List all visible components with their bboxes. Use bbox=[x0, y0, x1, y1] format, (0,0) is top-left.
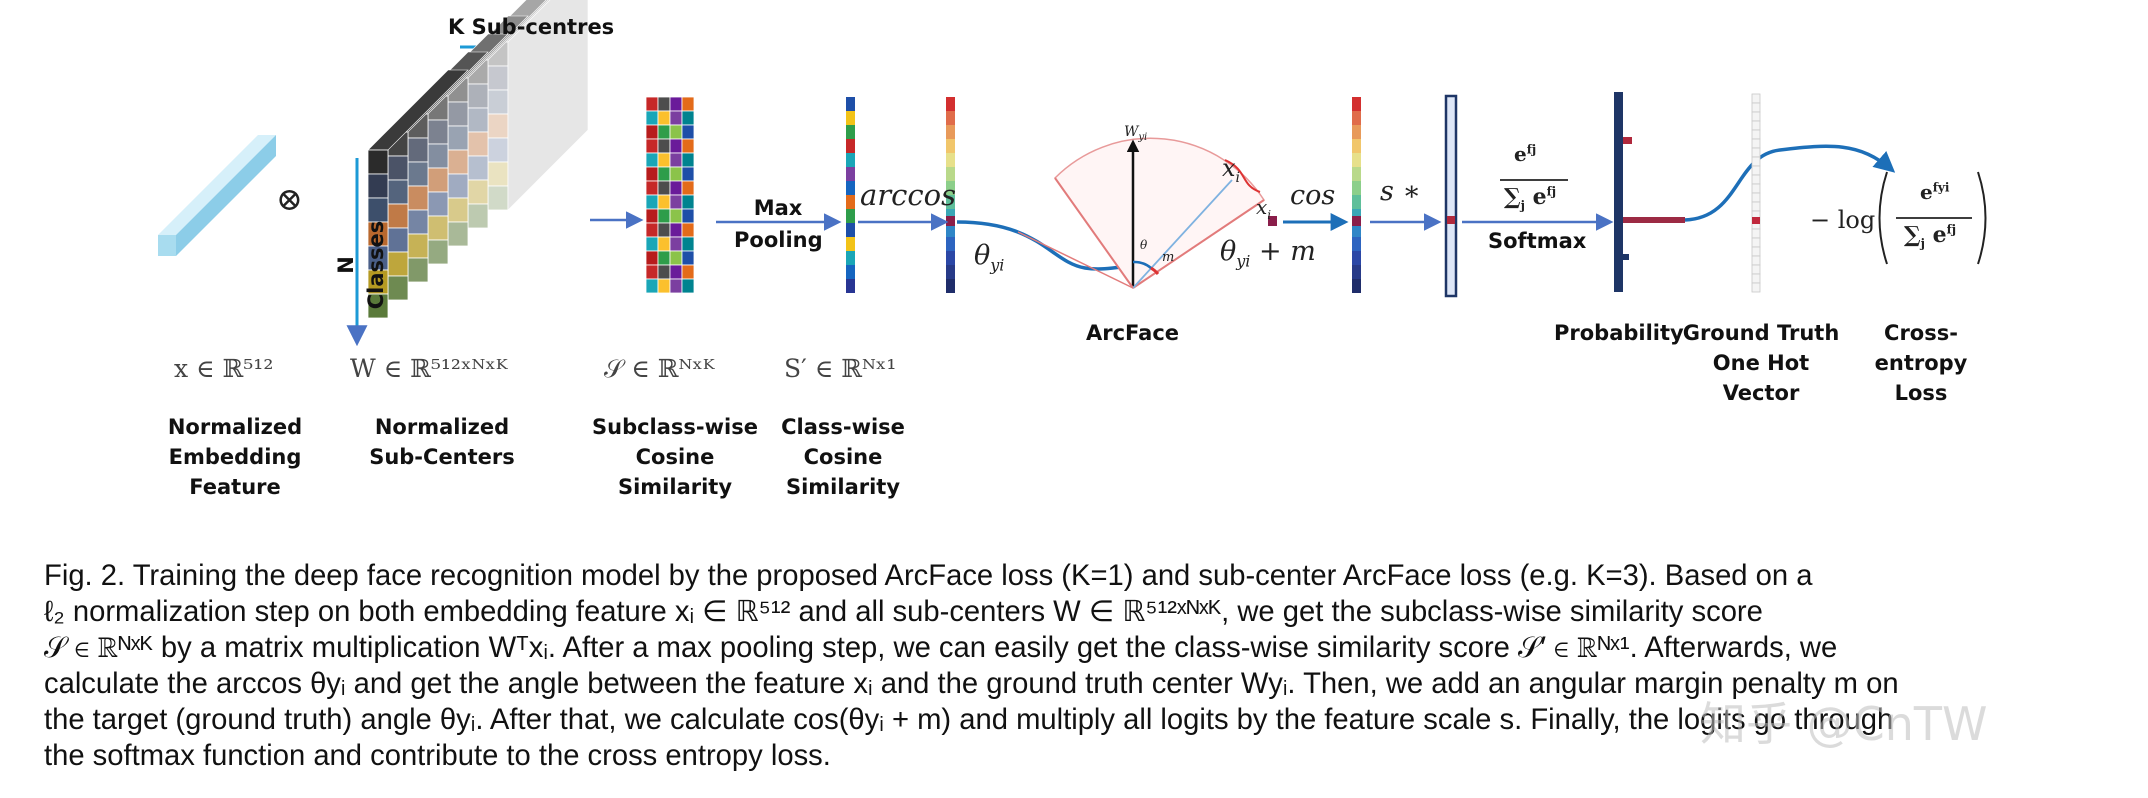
arc-x1-label: xi bbox=[1222, 154, 1241, 186]
arccos-label: arccos bbox=[860, 178, 956, 212]
caption-line: Fig. 2. Training the deep face recogniti… bbox=[44, 560, 1813, 592]
classwise-similarity-column bbox=[846, 97, 855, 293]
classwise-label: Class-wise Cosine Similarity bbox=[781, 415, 905, 499]
s-math-label: 𝒮 ∈ ℝᴺˣᴷ bbox=[604, 354, 715, 383]
caption-line: 𝒮 ∈ ℝᴺˣᴷ by a matrix multiplication Wᵀxᵢ… bbox=[44, 632, 1838, 664]
k-subcentres-label: K Sub-centres bbox=[448, 15, 615, 39]
theta-label: θyi bbox=[974, 240, 1005, 275]
arc-w-label: Wyi bbox=[1124, 124, 1148, 143]
s-prime-math-label: S′ ∈ ℝᴺˣ¹ bbox=[784, 354, 897, 383]
figure-caption: Fig. 2. Training the deep face recogniti… bbox=[44, 558, 2110, 774]
probability-bar bbox=[1614, 92, 1685, 292]
cross-entropy-label: Cross-entropy Loss bbox=[1874, 321, 1968, 405]
loss-prefix: − log bbox=[1810, 206, 1876, 234]
arcface-figure: K Sub-centres N Classes ⊗ Max Pooling ar… bbox=[158, 0, 1987, 499]
theta-plus-m-label: θyi + m bbox=[1220, 236, 1316, 271]
n-classes-label: N Classes bbox=[334, 220, 388, 310]
subclass-label: Subclass-wise Cosine Similarity bbox=[592, 415, 758, 499]
angle-column bbox=[946, 97, 955, 293]
w-math-label: W ∈ ℝ⁵¹²ˣᴺˣᴷ bbox=[350, 354, 508, 383]
caption-line: ℓ₂ normalization step on both embedding … bbox=[44, 596, 1763, 628]
one-hot-vector bbox=[1751, 93, 1761, 293]
caption-line: calculate the arccos θyᵢ and get the ang… bbox=[44, 668, 1899, 700]
max-pooling-label: Max Pooling bbox=[734, 196, 823, 252]
otimes-symbol: ⊗ bbox=[276, 180, 303, 218]
softmax-label: Softmax bbox=[1488, 229, 1587, 253]
loss-numerator: efyi bbox=[1920, 180, 1950, 204]
cos-column bbox=[1352, 97, 1361, 293]
curve-to-loss bbox=[1684, 144, 1896, 222]
subcenter-cube bbox=[367, 0, 589, 319]
caption-line: the target (ground truth) angle θyᵢ. Aft… bbox=[44, 704, 1894, 736]
s-star-label: s ∗ bbox=[1380, 176, 1421, 207]
arcface-label: ArcFace bbox=[1086, 321, 1180, 345]
ground-truth-label: Ground Truth One Hot Vector bbox=[1682, 321, 1840, 405]
arc-theta-label: θ bbox=[1140, 238, 1148, 252]
embedding-label: Normalized Embedding Feature bbox=[167, 415, 303, 499]
probability-label: Probability bbox=[1554, 321, 1684, 345]
arcface-fan bbox=[1017, 137, 1277, 290]
softmax-numerator: efj bbox=[1514, 142, 1537, 166]
subcenters-label: Normalized Sub-Centers bbox=[369, 415, 515, 469]
embedding-vector bbox=[158, 135, 276, 256]
cos-label: cos bbox=[1290, 180, 1336, 211]
figure-diagram bbox=[158, 0, 1987, 347]
caption-line: the softmax function and contribute to t… bbox=[44, 740, 831, 772]
x-math-label: x ∈ ℝ⁵¹² bbox=[174, 354, 274, 383]
arc-m-label: m bbox=[1162, 250, 1175, 265]
scaled-logits-bar bbox=[1444, 94, 1458, 298]
loss-denominator: ∑j efj bbox=[1904, 222, 1957, 251]
subclass-similarity-grid bbox=[645, 96, 695, 294]
softmax-denominator: ∑j efj bbox=[1504, 184, 1557, 213]
arc-x2-label: xi bbox=[1256, 195, 1272, 222]
watermark: 知乎 @CnTW bbox=[1700, 697, 1988, 751]
